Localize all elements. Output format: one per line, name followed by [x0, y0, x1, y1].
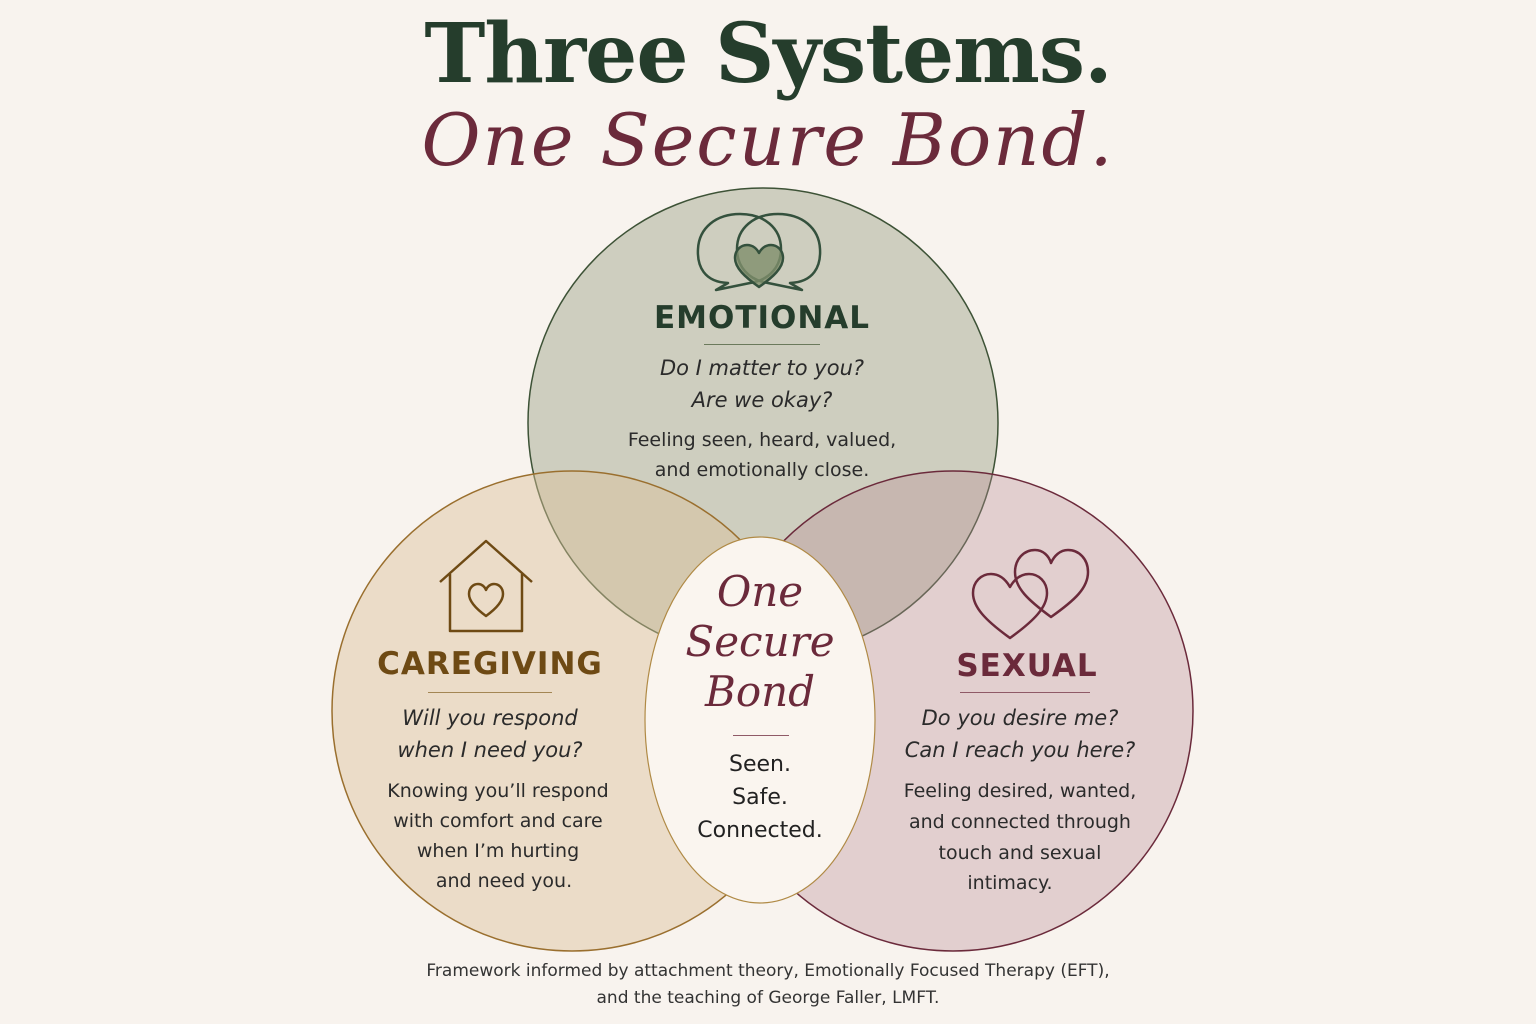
center-word-seen: Seen. — [729, 752, 791, 777]
center-divider — [733, 735, 789, 736]
caregiving-heading: CAREGIVING — [377, 646, 603, 682]
footer-line-1: Framework informed by attachment theory,… — [426, 961, 1110, 981]
caregiving-description-4: and need you. — [435, 870, 573, 892]
sexual-description-4: intimacy. — [967, 872, 1053, 894]
footer-credit: Framework informed by attachment theory,… — [0, 958, 1536, 1012]
center-script-secure: Secure — [685, 617, 835, 666]
sexual-description-3: touch and sexual — [938, 842, 1102, 864]
two-hearts-icon — [971, 548, 1090, 640]
emotional-question-1: Do I matter to you? — [659, 356, 865, 380]
center-script-bond: Bond — [704, 667, 816, 716]
sexual-description-2: and connected through — [909, 811, 1131, 833]
emotional-question-2: Are we okay? — [691, 388, 833, 412]
center-word-connected: Connected. — [697, 818, 823, 843]
emotional-description-1: Feeling seen, heard, valued, — [627, 429, 897, 451]
title-line-1: Three Systems. — [424, 6, 1112, 102]
caregiving-description-2: with comfort and care — [393, 810, 603, 832]
center-word-safe: Safe. — [732, 785, 788, 810]
caregiving-description-1: Knowing you’ll respond — [387, 780, 609, 802]
caregiving-question-2: when I need you? — [397, 738, 583, 762]
center-region — [644, 536, 876, 904]
caregiving-question-1: Will you respond — [402, 706, 578, 730]
title-line-2: One Secure Bond. — [421, 98, 1115, 182]
sexual-heading: SEXUAL — [956, 648, 1098, 684]
emotional-description-2: and emotionally close. — [654, 459, 870, 481]
footer-line-2: and the teaching of George Faller, LMFT. — [596, 988, 940, 1008]
caregiving-divider — [428, 692, 552, 693]
sexual-divider — [960, 692, 1090, 693]
emotional-heading: EMOTIONAL — [653, 300, 871, 336]
speech-bubbles-heart-icon — [696, 212, 822, 292]
center-script-one: One — [716, 567, 804, 616]
caregiving-description-3: when I’m hurting — [416, 840, 580, 862]
sexual-question-1: Do you desire me? — [921, 706, 1119, 730]
house-heart-icon — [439, 539, 533, 633]
emotional-divider — [704, 344, 820, 345]
sexual-description-1: Feeling desired, wanted, — [903, 780, 1137, 802]
sexual-question-2: Can I reach you here? — [904, 738, 1136, 762]
